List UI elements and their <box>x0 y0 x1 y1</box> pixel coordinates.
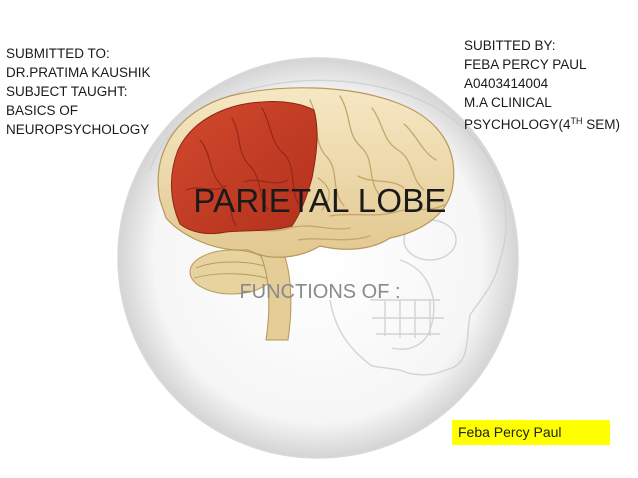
course-line-1: M.A CLINICAL <box>464 95 552 110</box>
course-main: PSYCHOLOGY(4 <box>464 117 571 132</box>
slide-title: PARIETAL LOBE <box>193 182 447 219</box>
supervisor-name: DR.PRATIMA KAUSHIK <box>6 65 151 80</box>
course-superscript: TH <box>570 116 583 126</box>
slide-subtitle: FUNCTIONS OF : <box>239 281 401 303</box>
course-line-2: PSYCHOLOGY(4TH SEM) <box>464 112 620 134</box>
parietal-gyri <box>185 107 299 227</box>
submitted-by-heading: SUBITTED BY: <box>464 38 556 53</box>
submitted-by-block: SUBITTED BY: FEBA PERCY PAUL A0403414004… <box>464 36 620 134</box>
submitted-to-block: SUBMITTED TO: DR.PRATIMA KAUSHIK SUBJECT… <box>6 44 151 139</box>
brainstem <box>257 249 292 341</box>
author-footer-text: Feba Percy Paul <box>458 424 562 440</box>
subject-line-1: BASICS OF <box>6 103 79 118</box>
roll-number: A0403414004 <box>464 76 549 91</box>
author-footer-badge: Feba Percy Paul <box>452 420 610 445</box>
submitted-to-heading: SUBMITTED TO: <box>6 46 110 61</box>
student-name: FEBA PERCY PAUL <box>464 57 587 72</box>
subject-line-2: NEUROPSYCHOLOGY <box>6 122 150 137</box>
subject-label: SUBJECT TAUGHT: <box>6 84 128 99</box>
course-suffix: SEM) <box>582 117 621 132</box>
parietal-lobe-highlight <box>170 101 318 235</box>
